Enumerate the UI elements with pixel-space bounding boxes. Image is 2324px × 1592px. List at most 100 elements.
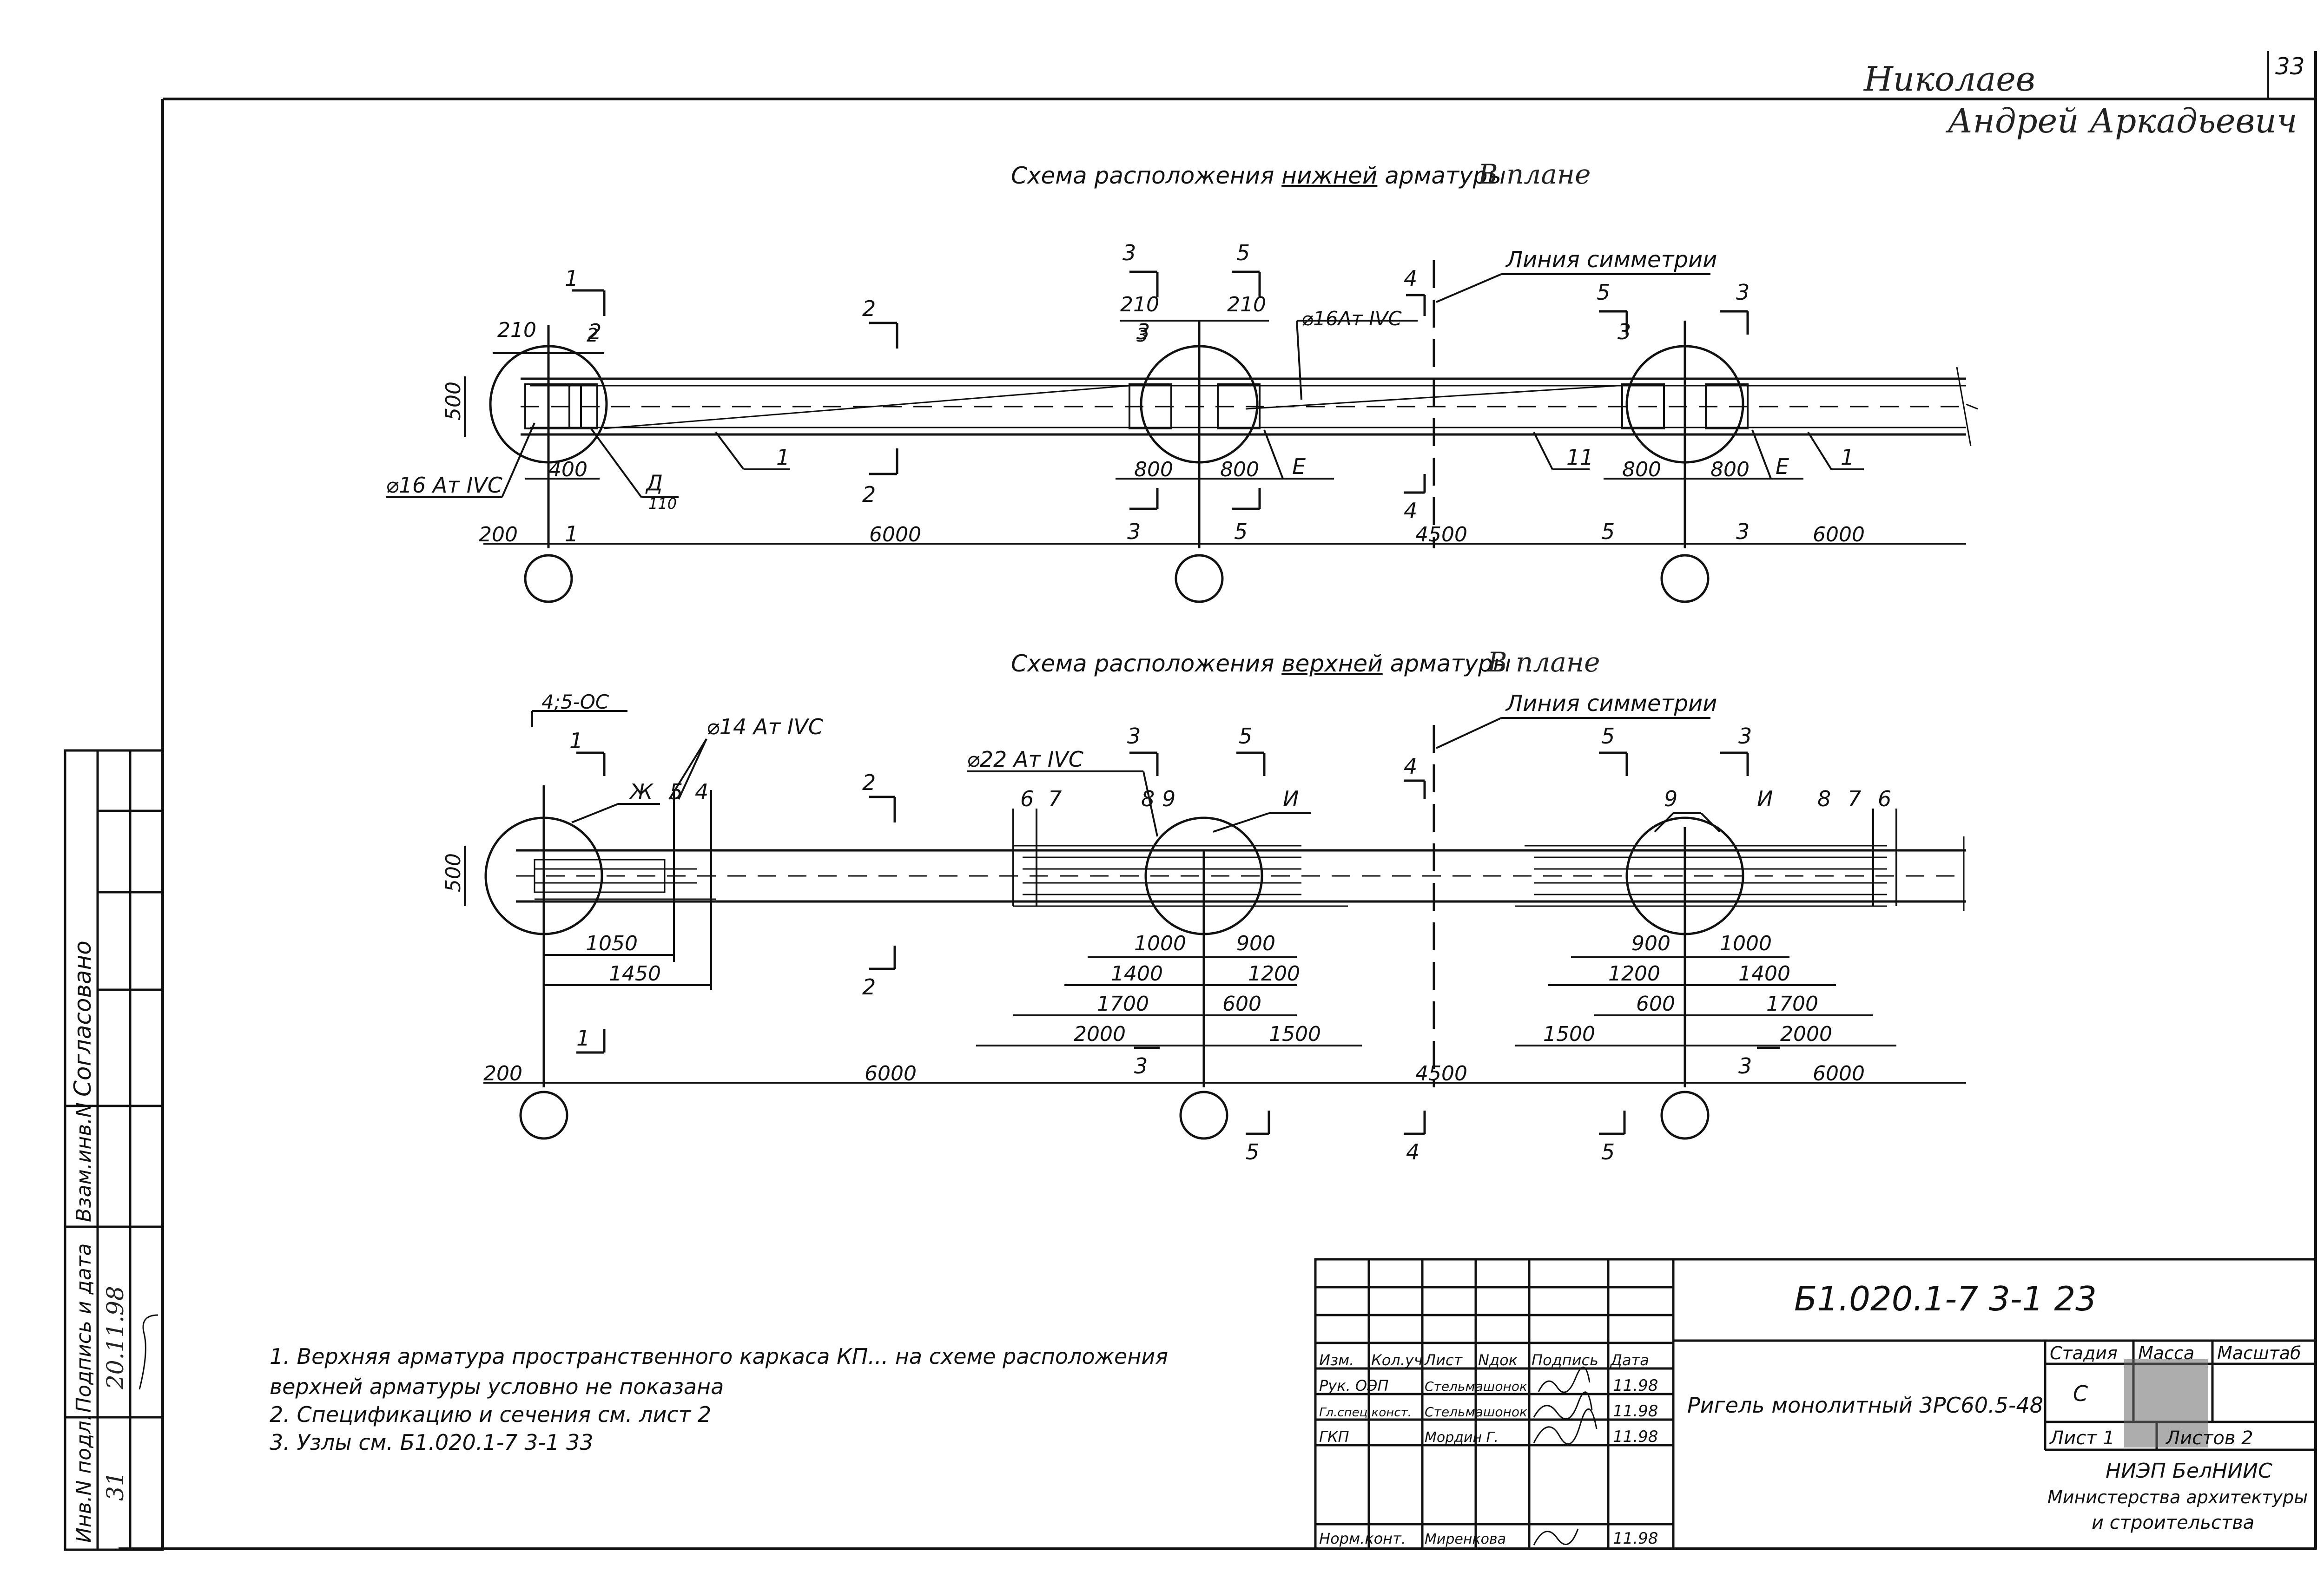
signature-scribbles (139, 1314, 1598, 1546)
svg-text:11.98: 11.98 (1613, 1402, 1658, 1421)
symmetry-label-bottom: Линия симметрии (1505, 247, 1717, 273)
svg-text:800: 800 (1710, 458, 1750, 481)
plan-top-dim-labels: 500 1050 1450 1000 900 1400 1200 1700 60… (442, 853, 1865, 1085)
svg-text:Мордин Г.: Мордин Г. (1425, 1429, 1499, 1446)
svg-text:1000: 1000 (1134, 932, 1186, 955)
svg-text:4: 4 (695, 779, 708, 804)
svg-text:9: 9 (1162, 786, 1175, 811)
svg-text:ГКП: ГКП (1319, 1428, 1349, 1446)
svg-text:3: 3 (1736, 280, 1750, 305)
svg-text:И: И (1757, 786, 1773, 811)
title-block-grid (1314, 1258, 2317, 1550)
svg-text:1: 1 (1841, 445, 1854, 470)
svg-text:800: 800 (1622, 458, 1661, 481)
plan-bottom-columns (489, 321, 1744, 603)
svg-text:6: 6 (1020, 786, 1034, 811)
svg-text:Гл.спец.конст.: Гл.спец.конст. (1319, 1406, 1412, 1420)
svg-text:Е: Е (1776, 454, 1789, 479)
plan-bottom-section-labels: 1 2 2 2 3 5 3 4 4 5 3 3 1 3 5 5 3 (565, 240, 1750, 546)
svg-text:Лист 1: Лист 1 (2049, 1428, 2115, 1449)
svg-text:3: 3 (1738, 724, 1752, 749)
plan-top-title: Схема расположения верхней арматуры В пл… (1011, 646, 1600, 678)
plan-bottom-dim-labels: 210 210 210 500 400 800 800 800 800 200 … (442, 293, 1865, 546)
svg-text:8: 8 (1817, 786, 1831, 811)
svg-text:Масса: Масса (2138, 1343, 2194, 1363)
svg-text:Б1.020.1-7 3-1 23: Б1.020.1-7 3-1 23 (1794, 1279, 2097, 1318)
svg-text:11.98: 11.98 (1613, 1529, 1658, 1548)
svg-text:3: 3 (1127, 519, 1141, 544)
svg-text:Кол.уч: Кол.уч (1371, 1351, 1423, 1369)
svg-text:Инв.N подл.: Инв.N подл. (72, 1414, 96, 1543)
notes-block: 1. Верхняя арматура пространственного ка… (270, 1344, 1168, 1455)
plan-bottom-title: Схема расположения нижней арматуры В пла… (1011, 158, 1591, 190)
svg-text:4: 4 (1404, 754, 1417, 779)
svg-text:Е: Е (1292, 454, 1306, 479)
side-stamp (64, 749, 164, 1551)
plan-top-columns (484, 785, 1744, 1140)
svg-text:6: 6 (1878, 786, 1891, 811)
svg-text:3. Узлы см. Б1.020.1-7 3-1 33: 3. Узлы см. Б1.020.1-7 3-1 33 (270, 1430, 594, 1455)
svg-text:Подпись: Подпись (1532, 1351, 1598, 1369)
svg-text:1: 1 (565, 521, 578, 546)
plan-bottom-callouts: ⌀16 Ат IVС ⌀16Ат IVС 1 Д 110 Е 11 Е 1 2 … (386, 307, 1854, 513)
svg-text:Листов 2: Листов 2 (2165, 1428, 2253, 1449)
svg-text:Изм.: Изм. (1319, 1351, 1354, 1369)
svg-text:1400: 1400 (1738, 962, 1790, 986)
sheet-number: 33 (2275, 53, 2305, 80)
svg-text:3: 3 (1618, 319, 1631, 344)
sheet-frame (119, 51, 2317, 1550)
svg-text:4500: 4500 (1415, 523, 1467, 546)
svg-text:2. Спецификацию и сечения см.: 2. Спецификацию и сечения см. лист 2 (270, 1402, 711, 1427)
svg-text:200: 200 (479, 523, 518, 546)
svg-text:5: 5 (1234, 519, 1248, 544)
svg-text:5: 5 (1601, 519, 1615, 544)
svg-text:900: 900 (1236, 932, 1275, 955)
svg-text:И: И (1283, 786, 1299, 811)
svg-text:600: 600 (1222, 992, 1261, 1016)
plan-top-section-marks (576, 751, 1780, 1135)
svg-text:5: 5 (1246, 1139, 1259, 1164)
svg-text:900: 900 (1631, 932, 1670, 955)
svg-text:2: 2 (862, 482, 876, 507)
plan-top-symmetry (1433, 717, 1710, 1087)
svg-text:9: 9 (1664, 786, 1677, 811)
svg-text:Схема расположения верхней арм: Схема расположения верхней арматуры (1011, 650, 1511, 677)
svg-text:Согласовано: Согласовано (69, 941, 96, 1097)
svg-text:1200: 1200 (1608, 962, 1660, 986)
svg-text:⌀14 Ат IVС: ⌀14 Ат IVС (706, 714, 823, 739)
svg-text:1000: 1000 (1720, 932, 1772, 955)
svg-text:4;5-ОС: 4;5-ОС (541, 691, 609, 713)
svg-text:7: 7 (1048, 786, 1062, 811)
svg-text:Взам.инв.N: Взам.инв.N (72, 1102, 96, 1222)
svg-text:1: 1 (776, 445, 790, 470)
svg-text:Дата: Дата (1610, 1351, 1649, 1369)
svg-text:Стадия: Стадия (2050, 1343, 2118, 1363)
svg-text:1400: 1400 (1111, 962, 1163, 986)
svg-text:Ригель монолитный 3РС60.5-48: Ригель монолитный 3РС60.5-48 (1687, 1393, 2043, 1418)
svg-text:3: 3 (1134, 1053, 1148, 1079)
svg-text:⌀22 Ат IVС: ⌀22 Ат IVС (967, 747, 1083, 772)
svg-text:Схема расположения нижней арма: Схема расположения нижней арматуры (1011, 162, 1506, 189)
svg-text:800: 800 (1134, 458, 1173, 481)
plan-bottom-symmetry (1433, 260, 1710, 548)
symmetry-label-top: Линия симметрии (1505, 691, 1717, 717)
svg-text:1050: 1050 (586, 932, 638, 955)
plan-bottom-leaders (386, 320, 1864, 498)
svg-text:5: 5 (669, 779, 683, 804)
svg-text:В плане: В плане (1487, 646, 1600, 678)
svg-text:Nдок: Nдок (1478, 1351, 1518, 1369)
svg-text:2: 2 (862, 770, 876, 795)
svg-text:3: 3 (1122, 240, 1136, 265)
svg-text:210: 210 (497, 318, 536, 342)
svg-text:Миренкова: Миренкова (1425, 1531, 1506, 1547)
svg-text:5: 5 (1601, 1139, 1615, 1164)
signature-line-1: Николаев (1863, 59, 2035, 99)
svg-text:3: 3 (1127, 724, 1141, 749)
svg-text:11.98: 11.98 (1613, 1376, 1658, 1395)
svg-text:2: 2 (862, 296, 876, 321)
svg-text:11.98: 11.98 (1613, 1428, 1658, 1446)
svg-text:6000: 6000 (1813, 523, 1865, 546)
svg-text:Подпись и дата: Подпись и дата (72, 1243, 96, 1413)
svg-text:5: 5 (1597, 280, 1610, 305)
